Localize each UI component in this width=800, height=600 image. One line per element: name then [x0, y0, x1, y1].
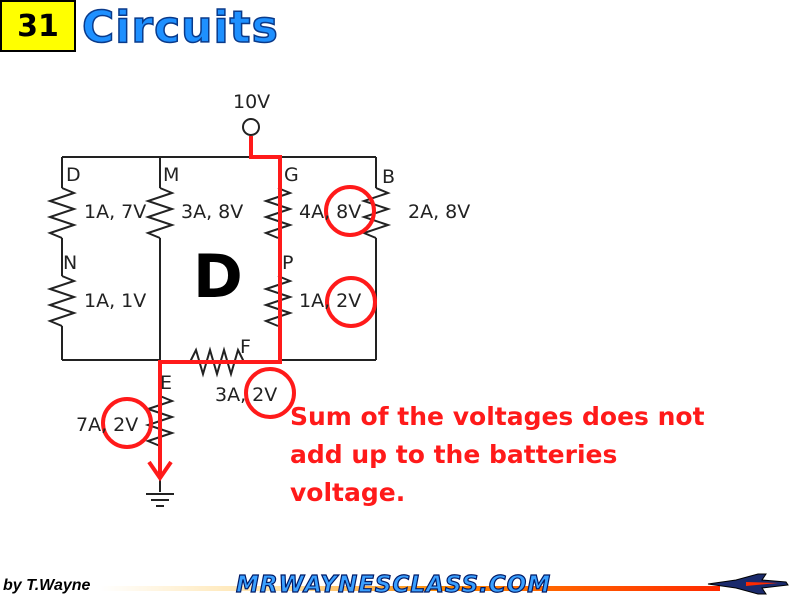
node-d: D	[66, 164, 81, 186]
slide-number-badge: 31	[0, 0, 76, 52]
page-title: Circuits	[81, 1, 279, 54]
resistor-n	[46, 275, 78, 327]
label-resistor-d: 1A, 7V	[84, 201, 146, 223]
footer-stripe	[100, 586, 720, 591]
battery-terminal	[242, 118, 260, 136]
label-resistor-b: 2A, 8V	[408, 201, 470, 223]
highlight-circle-e	[101, 397, 153, 449]
footer-brand: MRWAYNESCLASS.COM	[235, 571, 552, 598]
label-resistor-e: 7A, 2V	[76, 414, 138, 436]
highlight-circle-f	[244, 367, 296, 419]
resistor-m	[144, 187, 176, 239]
resistor-d	[46, 187, 78, 239]
node-e: E	[160, 372, 172, 394]
current-path	[158, 136, 282, 476]
label-resistor-n: 1A, 1V	[84, 290, 146, 312]
author-credit: by T.Wayne	[3, 577, 91, 594]
node-p: P	[282, 252, 293, 274]
highlight-circle-g	[324, 185, 376, 237]
annotation-line-3: voltage.	[290, 478, 406, 507]
resistor-f	[189, 346, 245, 378]
node-g: G	[284, 164, 299, 186]
annotation-line-2: add up to the batteries	[290, 440, 618, 469]
node-m: M	[163, 164, 179, 186]
label-resistor-g: 4A, 8V	[299, 201, 361, 223]
label-resistor-p: 1A, 2V	[299, 290, 361, 312]
highlight-circle-p	[325, 276, 377, 328]
node-b: B	[382, 166, 395, 188]
slide-number: 31	[17, 8, 59, 44]
resistor-b	[360, 187, 392, 239]
label-resistor-m: 3A, 8V	[181, 201, 243, 223]
annotation-note: Sum of the voltages does not add up to t…	[290, 398, 770, 512]
center-letter: D	[193, 242, 243, 312]
source-label: 10V	[233, 91, 270, 113]
jet-icon	[707, 573, 789, 595]
node-n: N	[63, 252, 77, 274]
label-resistor-f: 3A, 2V	[215, 384, 277, 406]
node-f: F	[240, 336, 251, 358]
current-arrow-head	[147, 460, 173, 482]
annotation-line-1: Sum of the voltages does not	[290, 402, 705, 431]
